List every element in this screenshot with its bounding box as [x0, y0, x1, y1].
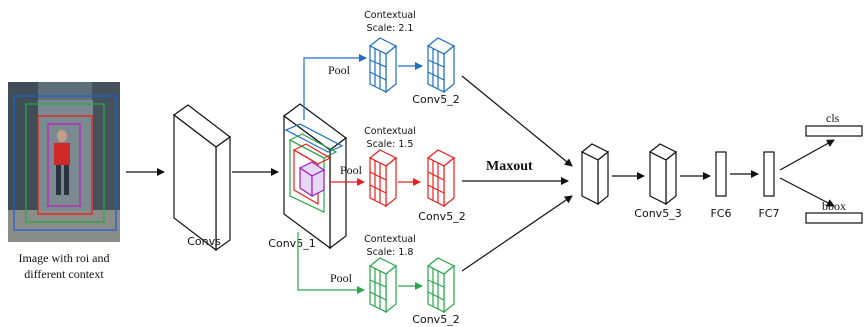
fc7-label: FC7 — [758, 207, 779, 220]
maxout-label: Maxout — [486, 159, 533, 174]
cls-output-block — [805, 125, 863, 137]
branch-top-pool-label: Pool — [328, 63, 351, 77]
input-caption-line1: Image with roi and — [19, 251, 110, 265]
arrow-fc7-to-bbox — [779, 177, 835, 207]
branch-bot-roi-block — [368, 257, 398, 314]
cls-label: cls — [826, 111, 840, 125]
branch-bot-conv5-2-block — [426, 257, 456, 314]
fc6-block — [715, 151, 727, 197]
branch-mid-ctx-line2: Scale: 1.5 — [367, 139, 414, 150]
convs-block — [172, 104, 232, 252]
fc6-label: FC6 — [710, 207, 731, 220]
maxout-block — [580, 143, 610, 206]
input-caption-line2: different context — [24, 267, 104, 281]
branch-mid-conv-label: Conv5_2 — [418, 210, 465, 223]
fc7-block — [763, 151, 775, 197]
branch-top-roi-block — [368, 37, 398, 94]
convs-label: Convs — [187, 235, 221, 248]
arrow-top-to-maxout — [461, 75, 573, 167]
branch-bot-pool-label: Pool — [330, 271, 353, 285]
branch-top-pool-arrow — [303, 54, 367, 120]
bbox-label: bbox — [822, 199, 846, 213]
branch-top-conv-label: Conv5_2 — [412, 93, 459, 106]
branch-top-ctx-line2: Scale: 2.1 — [367, 23, 414, 34]
conv5-1-block — [282, 103, 348, 250]
conv5-3-label: Conv5_3 — [634, 207, 681, 220]
conv5-3-block — [648, 143, 678, 206]
branch-bot-pool-arrow — [297, 232, 365, 294]
branch-bot-ctx-line2: Scale: 1.8 — [367, 247, 414, 258]
branch-mid-roi-block — [368, 149, 398, 208]
branch-top-ctx-line1: Contextual — [364, 10, 416, 21]
branch-mid-ctx-line1: Contextual — [364, 126, 416, 137]
arrow-bot-to-maxout — [461, 195, 573, 272]
branch-mid-conv5-2-block — [426, 149, 456, 208]
bbox-output-block — [805, 212, 863, 224]
branch-bot-ctx-line1: Contextual — [364, 234, 416, 245]
branch-top-conv5-2-block — [426, 37, 456, 94]
input-image — [8, 82, 120, 242]
branch-mid-pool-label: Pool — [340, 163, 363, 177]
conv5-1-label: Conv5_1 — [268, 237, 315, 250]
branch-bot-conv-label: Conv5_2 — [412, 313, 459, 326]
arrow-fc7-to-cls — [779, 139, 835, 171]
